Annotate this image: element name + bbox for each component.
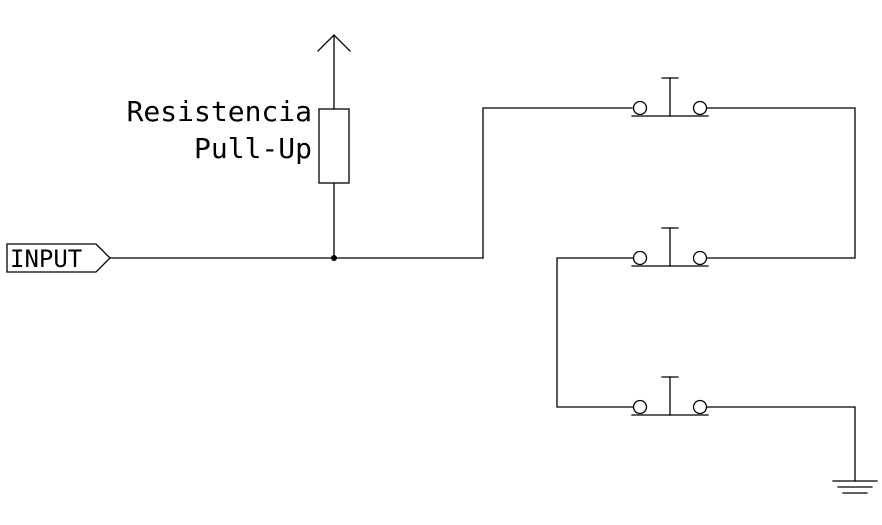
pushbutton-terminal-right (692, 250, 708, 266)
resistor-label-line1: Resistencia (127, 95, 312, 128)
wire-switch-2-left (556, 257, 634, 408)
pushbutton-3 (631, 376, 709, 416)
pull-up-resistor: Resistencia Pull-Up (127, 34, 351, 259)
supply-arrow-icon (317, 34, 351, 52)
resistor-label-line2: Pull-Up (194, 132, 312, 165)
pushbutton-terminal-right (692, 100, 708, 116)
pushbutton-terminal-right (692, 399, 708, 415)
input-port-icon (6, 243, 111, 273)
pushbutton-terminal-left (632, 399, 648, 415)
pushbutton-terminal-left (632, 250, 648, 266)
pushbutton-2 (631, 227, 709, 267)
wire-to-switch-1 (482, 107, 633, 259)
resistor-icon (318, 108, 350, 184)
ground-icon (832, 480, 878, 494)
wire-to-ground (706, 406, 856, 482)
wire-switch-1-right (706, 107, 856, 259)
input-port-label: INPUT (10, 245, 82, 273)
pushbutton-terminal-left (632, 100, 648, 116)
pushbutton-1 (631, 77, 709, 117)
input-port: INPUT (6, 243, 111, 273)
